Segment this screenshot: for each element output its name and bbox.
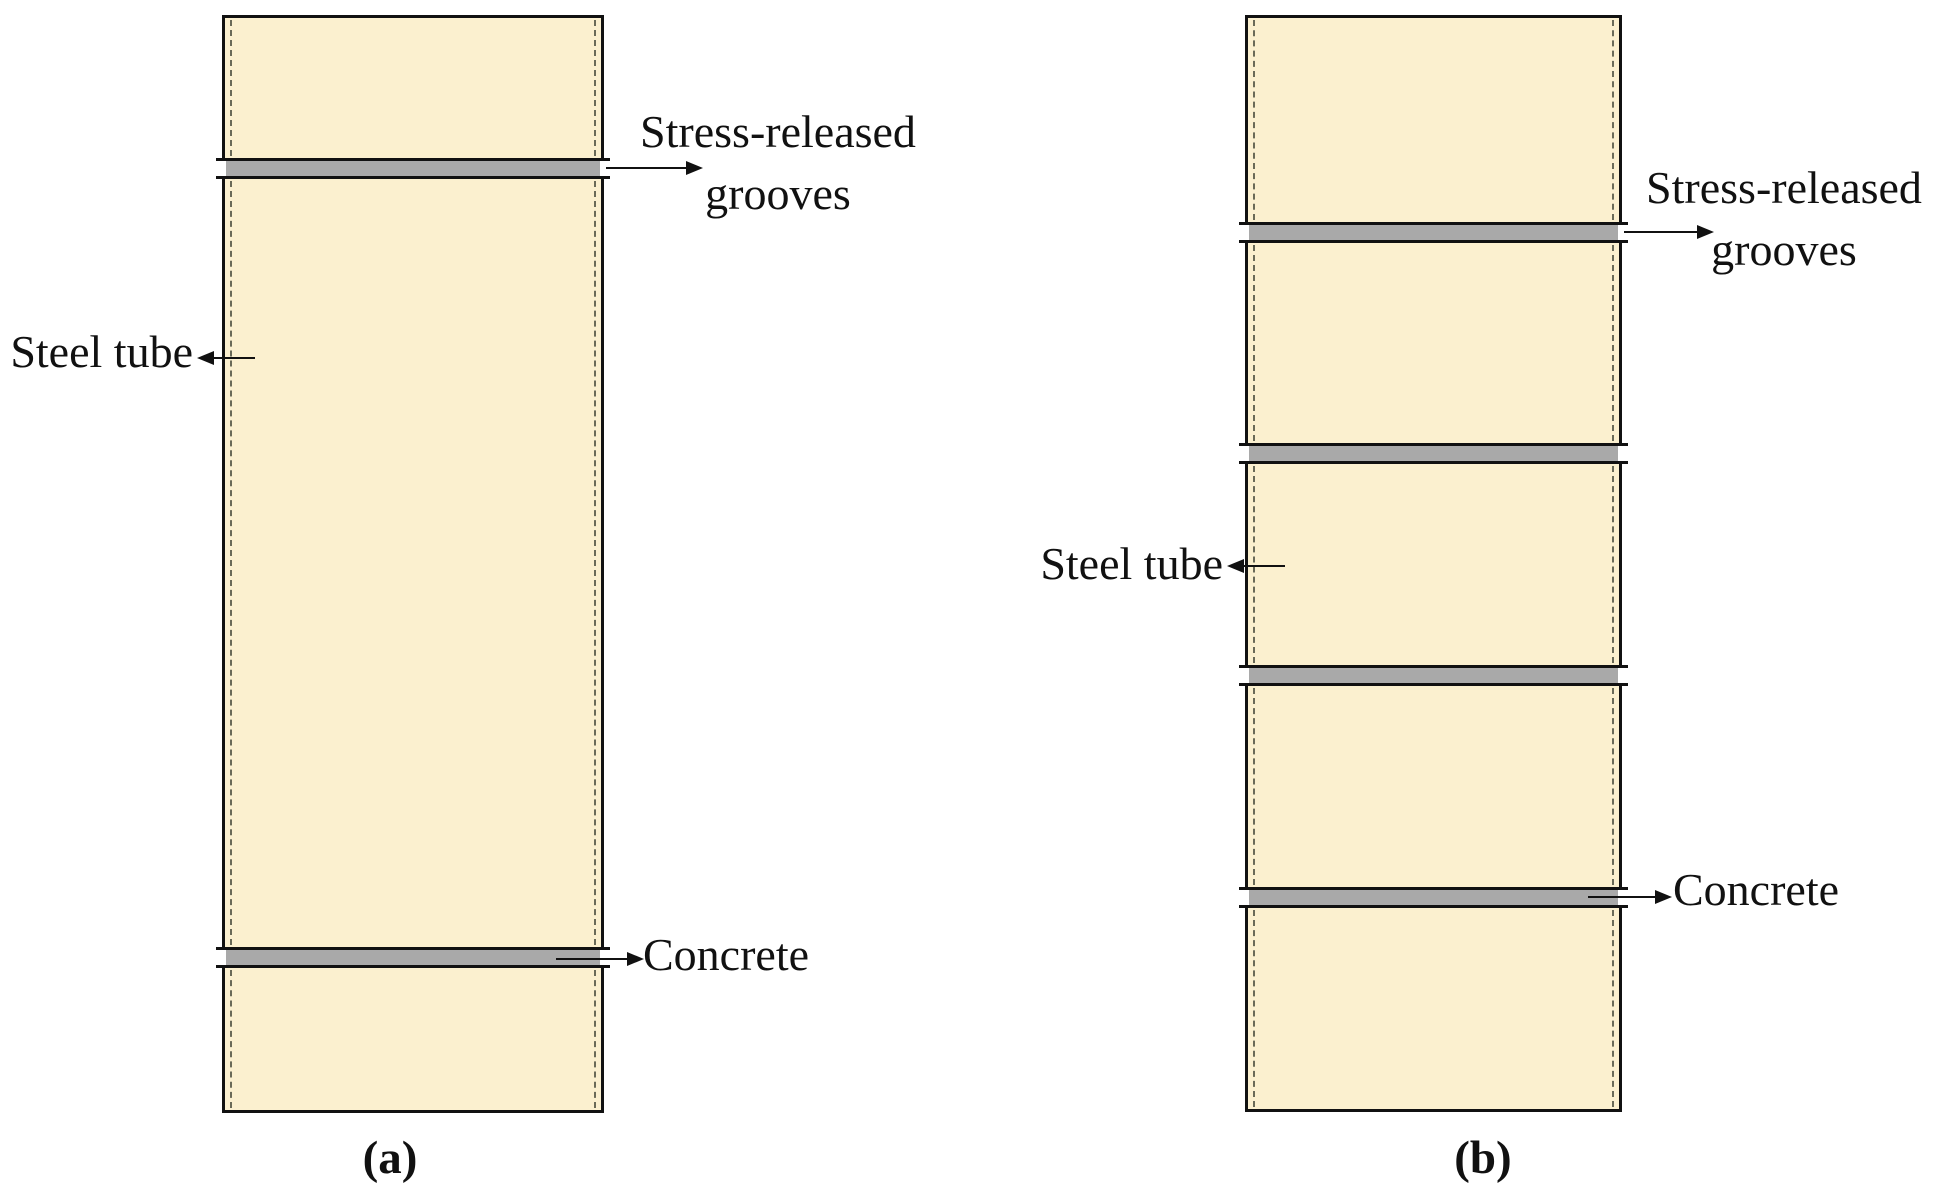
concrete-leader-arrow-b	[1588, 890, 1672, 904]
label-line: grooves	[705, 168, 851, 219]
subfigure-caption-a: (a)	[362, 1132, 418, 1184]
leader-line	[1588, 896, 1657, 898]
steel-tube-dashed-line-left	[1253, 688, 1255, 885]
steel-tube-dashed-line-left	[230, 970, 232, 1108]
label-line: grooves	[1711, 224, 1857, 275]
label-text: Concrete	[643, 929, 810, 980]
steel-tube-dashed-line-left	[1253, 466, 1255, 663]
steel-tube-dashed-line-right	[1612, 466, 1614, 663]
groove-opening-right	[1618, 225, 1628, 240]
column-a-steel-tube-segment-3	[222, 965, 604, 1113]
groove-opening-left	[216, 161, 226, 176]
groove-opening-left	[1239, 446, 1249, 461]
steel-tube-dashed-line-right	[594, 181, 596, 945]
stress-released-grooves-label-b: Stress-released grooves	[1629, 157, 1934, 281]
groove-opening-right	[1618, 668, 1628, 683]
leader-line	[1624, 231, 1699, 233]
steel-tube-dashed-line-left	[1253, 910, 1255, 1107]
arrowhead-right-icon	[1697, 225, 1714, 239]
column-a-stress-released-groove-2	[216, 947, 610, 968]
steel-tube-dashed-line-left	[1253, 245, 1255, 441]
groove-opening-right	[600, 950, 610, 965]
arrowhead-left-icon	[1227, 559, 1244, 573]
concrete-leader-arrow-a	[556, 952, 644, 966]
concrete-label-a: Concrete	[643, 928, 809, 981]
steel-tube-dashed-line-left	[230, 20, 232, 156]
subfigure-caption-b: (b)	[1454, 1132, 1512, 1184]
label-line: Stress-released	[1646, 162, 1922, 213]
column-b-steel-tube-segment-2	[1245, 240, 1622, 446]
column-a-stress-released-groove-1	[216, 158, 610, 179]
groove-opening-left	[1239, 225, 1249, 240]
stress-grooves-leader-arrow-b	[1624, 225, 1714, 239]
steel-tube-dashed-line-right	[1612, 245, 1614, 441]
groove-opening-right	[1618, 446, 1628, 461]
steel-tube-dashed-line-right	[1612, 20, 1614, 220]
label-text: Concrete	[1673, 864, 1840, 915]
steel-tube-dashed-line-left	[1253, 20, 1255, 220]
steel-tube-dashed-line-right	[594, 20, 596, 156]
steel-tube-dashed-line-left	[230, 181, 232, 945]
groove-opening-right	[600, 161, 610, 176]
arrowhead-left-icon	[197, 351, 214, 365]
label-line: Stress-released	[640, 106, 916, 157]
column-b-stress-released-groove-3	[1239, 665, 1628, 686]
column-b-steel-tube-segment-1	[1245, 15, 1622, 225]
column-b-steel-tube-segment-3	[1245, 461, 1622, 668]
column-b-stress-released-groove-4	[1239, 887, 1628, 908]
leader-line	[212, 357, 255, 359]
stress-grooves-leader-arrow-a	[606, 161, 703, 175]
concrete-label-b: Concrete	[1673, 863, 1839, 916]
steel-tube-leader-arrow-b	[1227, 559, 1285, 573]
arrowhead-right-icon	[686, 161, 703, 175]
steel-tube-label-b: Steel tube	[1023, 537, 1223, 590]
label-text: Steel tube	[10, 326, 193, 377]
column-a-steel-tube-segment-2	[222, 176, 604, 950]
steel-tube-dashed-line-right	[1612, 688, 1614, 885]
groove-opening-left	[1239, 668, 1249, 683]
steel-tube-leader-arrow-a	[197, 351, 255, 365]
steel-tube-dashed-line-right	[1612, 910, 1614, 1107]
arrowhead-right-icon	[1655, 890, 1672, 904]
column-b-steel-tube-segment-4	[1245, 683, 1622, 890]
steel-tube-dashed-line-right	[594, 970, 596, 1108]
steel-tube-label-a: Steel tube	[0, 325, 193, 378]
column-b-stress-released-groove-2	[1239, 443, 1628, 464]
arrowhead-right-icon	[627, 952, 644, 966]
label-text: Steel tube	[1040, 538, 1223, 589]
stress-released-grooves-label-a: Stress-released grooves	[623, 101, 933, 225]
leader-line	[556, 958, 629, 960]
column-a-steel-tube-segment-1	[222, 15, 604, 161]
column-b-steel-tube-segment-5	[1245, 905, 1622, 1112]
leader-line	[606, 167, 688, 169]
column-b-stress-released-groove-1	[1239, 222, 1628, 243]
leader-line	[1242, 565, 1285, 567]
groove-opening-left	[216, 950, 226, 965]
groove-opening-left	[1239, 890, 1249, 905]
